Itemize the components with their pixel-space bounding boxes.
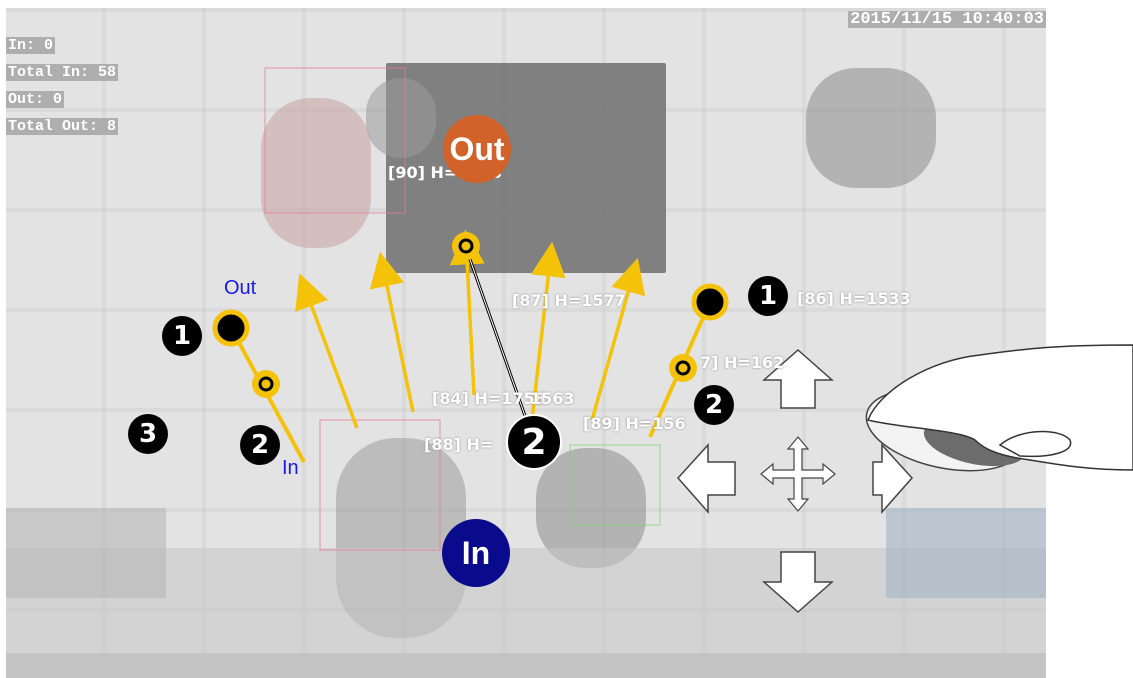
track-label: [89] H=156 bbox=[583, 415, 686, 433]
step-number: 2 bbox=[506, 414, 562, 470]
arrow-down-icon[interactable] bbox=[764, 552, 832, 612]
tracking-box bbox=[570, 445, 660, 525]
track-label: [88] H= bbox=[424, 436, 493, 454]
step-number: 3 bbox=[128, 414, 168, 454]
line-midpoint-handle[interactable] bbox=[669, 354, 697, 382]
direction-arrow bbox=[382, 262, 413, 412]
step-number: 1 bbox=[748, 276, 788, 316]
track-label: 1563 bbox=[530, 390, 575, 408]
line-endpoint-handle[interactable] bbox=[215, 312, 247, 344]
step-number: 2 bbox=[240, 425, 280, 465]
tracking-box bbox=[320, 420, 440, 550]
track-label: [86] H=1533 bbox=[797, 290, 911, 308]
direction-label-out: Out bbox=[224, 277, 256, 300]
step-number: 2 bbox=[694, 385, 734, 425]
step-number: 1 bbox=[162, 316, 202, 356]
track-label: [84] H=1758 bbox=[432, 390, 546, 408]
four-way-arrow-icon bbox=[761, 437, 835, 511]
arrow-left-icon[interactable] bbox=[678, 445, 735, 512]
direction-arrow bbox=[303, 283, 357, 428]
line-midpoint-handle[interactable] bbox=[252, 370, 280, 398]
tracking-box bbox=[265, 68, 405, 213]
direction-label-in: In bbox=[282, 457, 299, 480]
track-label: [87] H=1577 bbox=[512, 292, 626, 310]
track-label: 7] H=162 bbox=[700, 354, 784, 372]
line-endpoint-handle[interactable] bbox=[694, 286, 726, 318]
in-zone-badge: In bbox=[442, 519, 510, 587]
out-zone-badge: Out bbox=[443, 115, 511, 183]
center-handle[interactable] bbox=[452, 232, 480, 260]
mouse-hand-icon bbox=[859, 345, 1133, 484]
